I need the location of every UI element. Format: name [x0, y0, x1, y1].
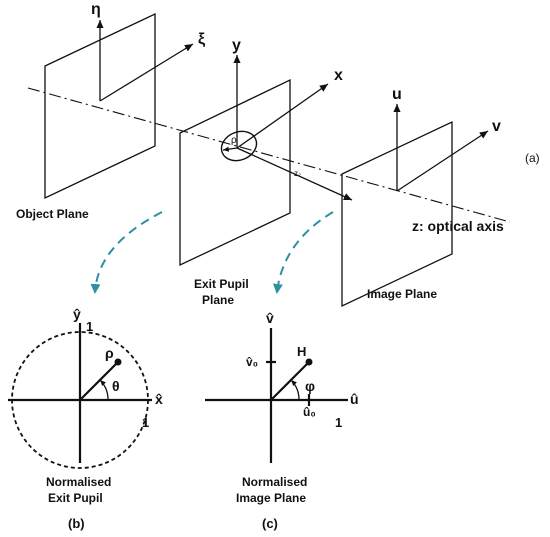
eta-label: η [91, 1, 101, 18]
phi-arc [290, 379, 300, 401]
object-plane: η ξ Object Plane [16, 1, 206, 221]
rho-point [114, 358, 122, 366]
image-plane-frame [341, 120, 453, 308]
rho-line [79, 361, 119, 401]
optical-axis-label: z: optical axis [412, 218, 504, 234]
propagation-arrow [236, 147, 353, 201]
exit-pupil-label-2: Plane [202, 293, 234, 307]
rho-label: ρ [231, 135, 237, 146]
pupil-aperture [220, 130, 258, 162]
panel-b-caption-1: Normalised [46, 475, 111, 489]
image-plane: u v Image Plane [341, 86, 501, 308]
optical-axis-line [27, 87, 511, 223]
object-plane-frame [44, 12, 156, 200]
y-label: y [232, 37, 241, 54]
v-hat-label: v̂ [266, 310, 274, 326]
theta-label: θ [112, 378, 120, 394]
exit-pupil-label-1: Exit Pupil [194, 277, 249, 291]
panel-b-tag: (b) [68, 516, 85, 531]
v-axis [396, 130, 489, 192]
v-label: v [492, 118, 501, 135]
panel-c-tag: (c) [262, 516, 278, 531]
panel-c-caption-2: Image Plane [236, 491, 306, 505]
x-axis [236, 83, 329, 149]
theta-arc [99, 379, 109, 401]
arrow-to-panel-b [90, 211, 163, 294]
y-one-label: 1 [86, 319, 93, 334]
h-line [270, 361, 310, 401]
panel-c-caption-1: Normalised [242, 475, 307, 489]
phi-label: φ [305, 378, 315, 394]
x-one-label: 1 [142, 415, 149, 430]
h-point [305, 358, 313, 366]
h-label: H [297, 344, 306, 359]
exit-pupil-frame [179, 78, 291, 267]
x-hat-label: x̂ [155, 391, 163, 407]
image-plane-label: Image Plane [367, 287, 437, 301]
rho-b-label: ρ [105, 345, 114, 361]
panel-c: v̂ û 1 v̂₀ û₀ H φ Normalised Image Plane… [205, 310, 359, 531]
panel-b: ŷ 1 x̂ 1 ρ θ Normalised Exit Pupil (b) [8, 306, 163, 531]
panel-b-caption-2: Exit Pupil [48, 491, 103, 505]
arrow-to-panel-c [272, 211, 334, 294]
u-hat-label: û [350, 391, 359, 407]
object-plane-label: Object Plane [16, 207, 89, 221]
exit-pupil-plane: y x ρ z₂ Exit Pupil Plane [179, 37, 353, 307]
u-label: u [392, 86, 402, 103]
y-hat-label: ŷ [73, 306, 81, 322]
v0-label: v̂₀ [246, 355, 258, 369]
xi-label: ξ [198, 31, 206, 48]
panel-a-tag: (a) [525, 151, 540, 165]
panel-a: η ξ Object Plane y x ρ z₂ Exit Pupil Pla… [16, 1, 540, 308]
z2-label: z₂ [294, 169, 301, 178]
u-one-label: 1 [335, 415, 342, 430]
rho-vector [222, 146, 238, 152]
xi-axis [99, 43, 194, 102]
x-label: x [334, 67, 343, 84]
u0-label: û₀ [303, 405, 316, 419]
